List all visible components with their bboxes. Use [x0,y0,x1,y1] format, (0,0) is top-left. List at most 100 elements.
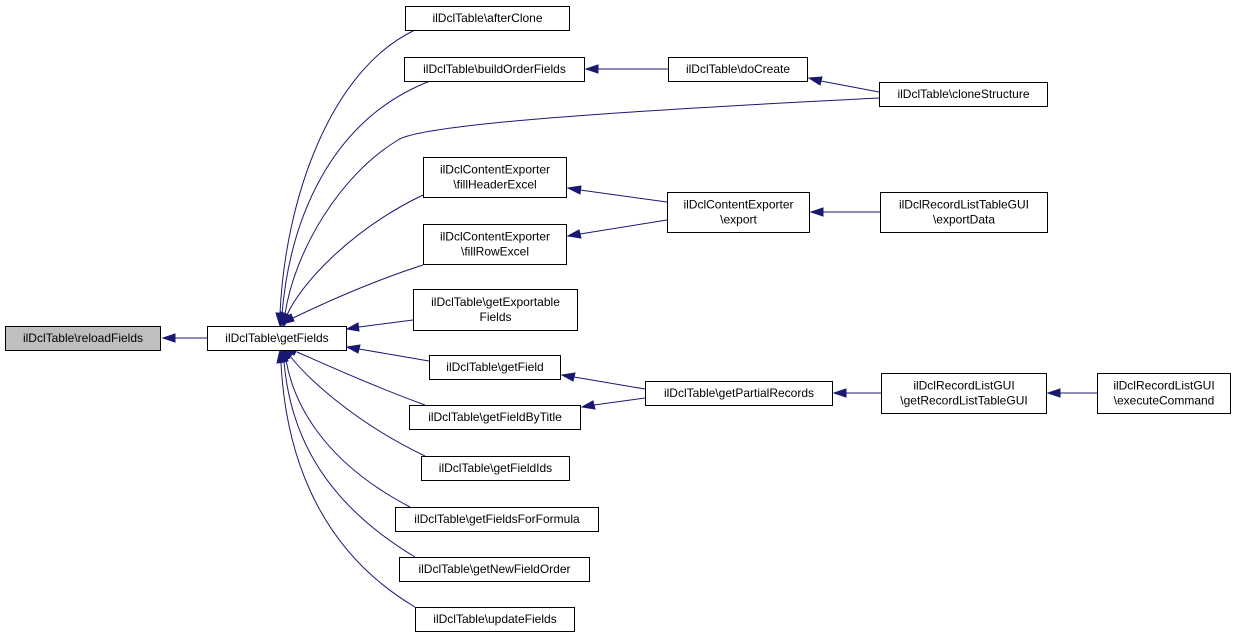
node-cloneStructure[interactable]: ilDclTable\cloneStructure [879,82,1048,107]
arrowhead [832,388,847,398]
node-box [5,326,161,351]
edges-layer [161,29,1097,608]
node-label: ilDclTable\getFieldIds [439,461,552,475]
node-box [409,405,581,430]
edge-getNewFieldOrder-to-getFields [279,348,416,558]
edge-getFieldsForFormula-to-getFields [281,347,411,508]
node-box [423,224,567,265]
node-label: ilDclContentExporter [440,163,550,177]
node-label: ilDclTable\doCreate [686,62,790,76]
node-label: ilDclTable\getField [446,360,543,374]
node-box [207,326,347,351]
node-label: ilDclTable\afterClone [432,11,542,25]
node-getNewFieldOrder[interactable]: ilDclTable\getNewFieldOrder [399,557,590,582]
edge-line [281,80,431,315]
node-label: \fillRowExcel [461,245,529,259]
arrowhead [280,313,295,325]
node-fillRowExcel[interactable]: ilDclContentExporter\fillRowExcel [423,224,567,265]
node-label: \export [720,213,757,227]
edge-line [573,376,646,390]
edge-getFieldIds-to-getFields [284,348,426,457]
edge-getPartialRecords-to-getFieldByTitle [580,397,646,410]
nodes-layer: ilDclTable\reloadFields ilDclTable\getFie… [5,6,1231,632]
arrowhead [584,64,599,74]
node-export[interactable]: ilDclContentExporter\export [667,192,810,233]
edge-line [579,219,668,235]
node-label: ilDclTable\updateFields [433,612,556,626]
node-label: ilDclTable\getFields [225,331,328,345]
node-box [1097,373,1231,414]
node-getFieldByTitle[interactable]: ilDclTable\getFieldByTitle [409,405,581,430]
node-label: \fillHeaderExcel [453,178,536,192]
node-label: ilDclContentExporter [683,198,793,212]
edge-doCreate-to-buildOrderFields [584,64,668,74]
arrowhead [566,185,582,195]
node-box [668,57,808,82]
node-updateFields[interactable]: ilDclTable\updateFields [415,607,575,632]
node-label: ilDclTable\reloadFields [23,331,143,345]
arrowhead [276,348,286,364]
node-box [399,557,590,582]
arrowhead [580,400,596,410]
node-box [881,373,1047,414]
edge-line [284,97,880,315]
node-getPartialRecords[interactable]: ilDclTable\getPartialRecords [645,381,833,406]
node-box [429,355,561,380]
node-label: ilDclTable\getExportable [431,295,560,309]
arrowhead [809,207,824,217]
node-getRecordListTableGUI[interactable]: ilDclRecordListGUI\getRecordListTableGUI [881,373,1047,414]
node-getFieldIds[interactable]: ilDclTable\getFieldIds [421,456,570,481]
node-box [879,82,1048,107]
node-label: ilDclTable\getFieldByTitle [428,410,562,424]
edge-exportData-to-export [809,207,880,217]
edge-getField-to-getFields [345,344,430,362]
node-afterClone[interactable]: ilDclTable\afterClone [405,6,570,31]
node-reloadFields[interactable]: ilDclTable\reloadFields [5,326,161,351]
node-box [645,381,833,406]
node-label: \getRecordListTableGUI [900,394,1027,408]
edge-line [579,189,668,203]
edge-line [285,359,411,508]
node-box [405,6,570,31]
edge-export-to-fillRowExcel [566,219,668,239]
node-doCreate[interactable]: ilDclTable\doCreate [668,57,808,82]
node-label: \exportData [933,213,995,227]
node-box [415,607,575,632]
node-box [421,456,570,481]
edge-line [296,351,426,406]
edge-line [292,264,424,319]
arrowhead [161,333,176,343]
edge-updateFields-to-getFields [276,348,416,608]
node-fillHeaderExcel[interactable]: ilDclContentExporter\fillHeaderExcel [423,157,567,198]
node-label: ilDclTable\getNewFieldOrder [418,562,570,576]
arrowhead [807,76,823,86]
node-executeCommand[interactable]: ilDclRecordListGUI\executeCommand [1097,373,1231,414]
edge-export-to-fillHeaderExcel [566,185,668,203]
edge-getRecordListTableGUI-to-getPartialRecords [832,388,881,398]
node-exportData[interactable]: ilDclRecordListTableGUI\exportData [880,192,1048,233]
edge-getPartialRecords-to-getField [560,372,646,390]
node-box [395,507,599,532]
node-label: ilDclRecordListTableGUI [899,198,1029,212]
edge-getExportableFields-to-getFields [345,319,414,332]
node-label: ilDclContentExporter [440,230,550,244]
node-buildOrderFields[interactable]: ilDclTable\buildOrderFields [404,57,585,82]
node-label: ilDclTable\getFieldsForFormula [414,512,580,526]
node-getFieldsForFormula[interactable]: ilDclTable\getFieldsForFormula [395,507,599,532]
node-box [413,289,578,331]
node-box [880,192,1048,233]
node-label: Fields [479,310,511,324]
arrowhead [1046,388,1061,398]
edge-line [280,362,416,608]
node-label: ilDclTable\getPartialRecords [664,386,814,400]
edge-line [283,361,416,558]
arrowhead [560,372,576,382]
node-getField[interactable]: ilDclTable\getField [429,355,561,380]
node-label: ilDclTable\buildOrderFields [423,62,566,76]
edge-line [358,348,430,362]
node-getFields[interactable]: ilDclTable\getFields [207,326,347,351]
edge-line [289,355,426,457]
node-label: ilDclTable\cloneStructure [897,87,1029,101]
